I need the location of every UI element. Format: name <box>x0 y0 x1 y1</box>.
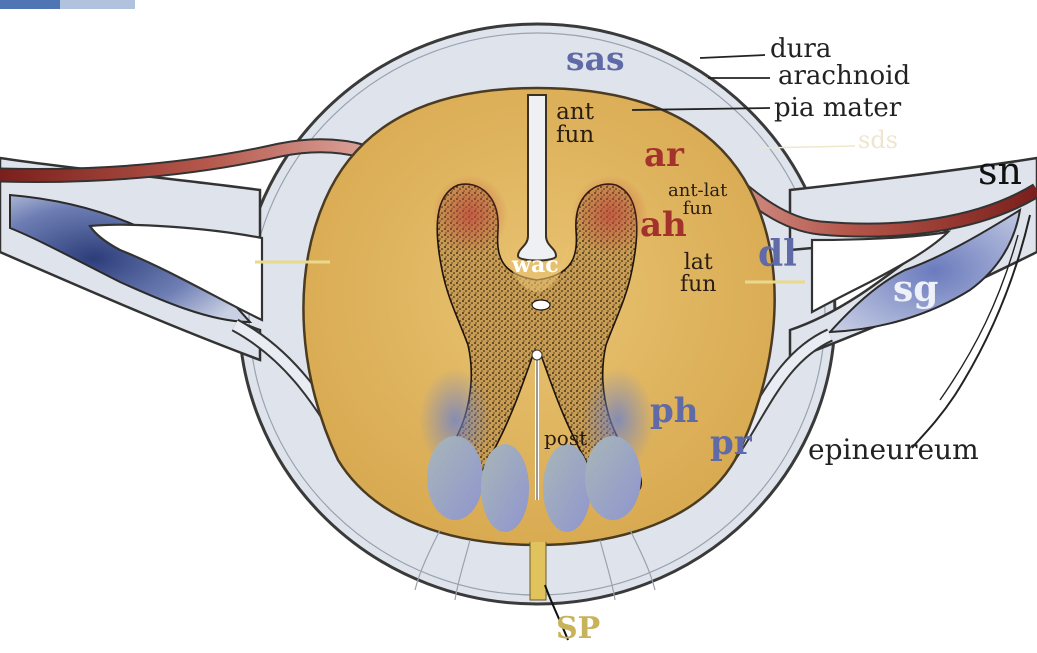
label-epineureum: epineureum <box>808 436 979 464</box>
overlay-oval-1 <box>427 436 483 520</box>
label-lat-fun: lat fun <box>680 252 716 296</box>
overlay-oval-4 <box>585 436 641 520</box>
label-lat-fun-line-1: lat <box>680 252 716 274</box>
label-arachnoid: arachnoid <box>778 63 910 89</box>
label-dura: dura <box>770 36 831 62</box>
overlay-oval-3 <box>543 444 591 532</box>
label-ph: ph <box>650 394 699 428</box>
label-ar: ar <box>644 138 684 172</box>
label-ant-fun-line-1: ant <box>556 101 594 124</box>
label-sas: sas <box>566 42 625 75</box>
label-sds: sds <box>858 128 898 152</box>
right-anterior-horn <box>572 175 648 255</box>
label-sn: sn <box>978 152 1022 190</box>
label-sg: sg <box>893 271 938 307</box>
label-wac: wac <box>512 254 559 276</box>
overlay-oval-2 <box>481 444 529 532</box>
label-dl: dl <box>758 236 797 272</box>
label-lat-fun-line-2: fun <box>680 274 716 296</box>
label-sp: SP <box>556 614 600 644</box>
label-ant-fun: ant fun <box>556 101 594 147</box>
label-pia-mater: pia mater <box>774 95 901 121</box>
label-pr: pr <box>710 426 752 460</box>
septum-posticum <box>530 542 546 600</box>
left-anterior-horn <box>432 175 508 255</box>
label-ant-fun-line-2: fun <box>556 124 594 147</box>
label-ah: ah <box>640 208 687 242</box>
label-post: post <box>544 428 587 448</box>
central-canal <box>532 300 550 310</box>
